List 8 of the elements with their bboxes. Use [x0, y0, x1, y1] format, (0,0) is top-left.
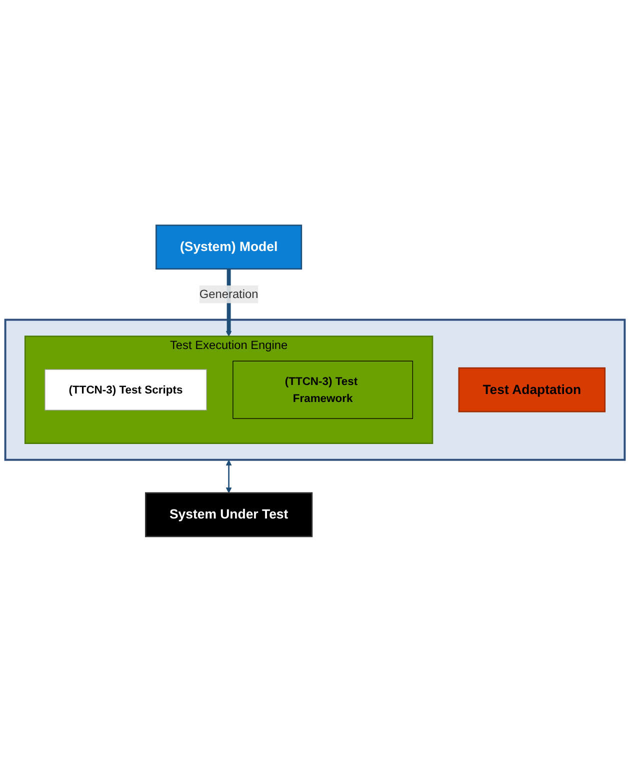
- node-box: (TTCN-3) Test Scripts: [44, 368, 207, 410]
- node-box: (TTCN-3) Test Framework: [232, 360, 413, 418]
- node-box: (System) Model: [156, 224, 302, 270]
- cluster: [4, 318, 626, 460]
- node-box: System Under Test: [145, 492, 313, 537]
- node-box: Test Adaptation: [458, 366, 606, 412]
- edge-label: Generation: [199, 287, 258, 300]
- arrow: [226, 459, 232, 493]
